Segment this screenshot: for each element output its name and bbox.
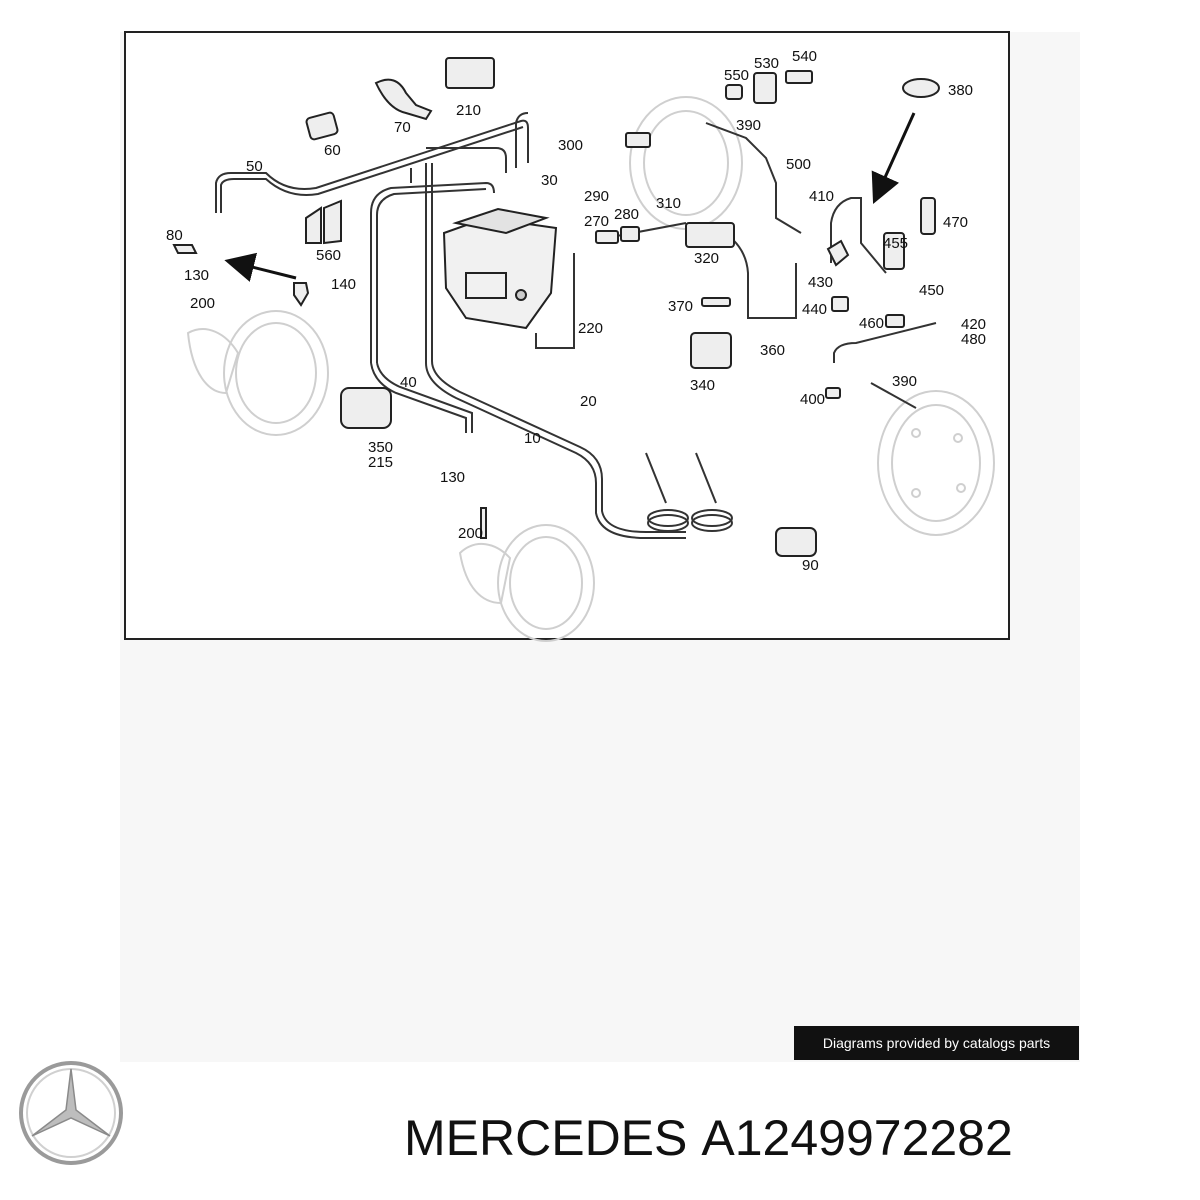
callout-420: 420	[961, 316, 986, 333]
brake-disc-front-right	[629, 96, 743, 230]
callout-70: 70	[394, 119, 411, 136]
callout-390: 390	[736, 117, 761, 134]
callout-130b: 130	[440, 469, 465, 486]
callout-280: 280	[614, 206, 639, 223]
brake-line-coils	[645, 452, 733, 532]
callout-460: 460	[859, 315, 884, 332]
watermark-badge: Diagrams provided by catalogs parts	[794, 1026, 1079, 1060]
callout-360: 360	[760, 342, 785, 359]
brake-parts	[172, 57, 940, 557]
callout-300: 300	[558, 137, 583, 154]
callout-500: 500	[786, 156, 811, 173]
callout-80: 80	[166, 227, 183, 244]
callout-440: 440	[802, 301, 827, 318]
callout-290: 290	[584, 188, 609, 205]
callout-350: 350	[368, 439, 393, 456]
brake-line-diagram: 50 60 70 210 30 300 290 560 80 130 140 2…	[124, 31, 1010, 642]
callout-20: 20	[580, 393, 597, 410]
callout-400: 400	[800, 391, 825, 408]
brake-disc-front-left	[186, 310, 329, 436]
callout-540: 540	[792, 48, 817, 65]
mercedes-star-icon	[18, 1060, 124, 1166]
brake-lines	[215, 112, 937, 539]
callout-220: 220	[578, 320, 603, 337]
callout-530: 530	[754, 55, 779, 72]
abs-hydraulic-unit	[442, 207, 558, 330]
brand-name: MERCEDES	[404, 1110, 688, 1166]
callout-550: 550	[724, 67, 749, 84]
callout-130: 130	[184, 267, 209, 284]
callout-40: 40	[400, 374, 417, 391]
callout-370: 370	[668, 298, 693, 315]
callout-210: 210	[456, 102, 481, 119]
callout-390b: 390	[892, 373, 917, 390]
callout-410: 410	[809, 188, 834, 205]
callout-310: 310	[656, 195, 681, 212]
callout-270: 270	[584, 213, 609, 230]
callout-480: 480	[961, 331, 986, 348]
arrow-140	[224, 252, 297, 282]
callout-215: 215	[368, 454, 393, 471]
callout-560: 560	[316, 247, 341, 264]
callout-90: 90	[802, 557, 819, 574]
brake-disc-rear-left	[458, 524, 595, 642]
callout-10: 10	[524, 430, 541, 447]
callout-340: 340	[690, 377, 715, 394]
callout-380: 380	[948, 82, 973, 99]
callout-430: 430	[808, 274, 833, 291]
part-number: A1249972282	[701, 1110, 1013, 1166]
callout-60: 60	[324, 142, 341, 159]
callout-450: 450	[919, 282, 944, 299]
callout-200: 200	[190, 295, 215, 312]
callout-30: 30	[541, 172, 558, 189]
callout-140: 140	[331, 276, 356, 293]
callout-320: 320	[694, 250, 719, 267]
arrow-380	[871, 112, 916, 204]
callout-470: 470	[943, 214, 968, 231]
callout-50: 50	[246, 158, 263, 175]
callout-455: 455	[883, 235, 908, 252]
brake-drum-rear-right	[877, 390, 995, 536]
callout-200b: 200	[458, 525, 483, 542]
